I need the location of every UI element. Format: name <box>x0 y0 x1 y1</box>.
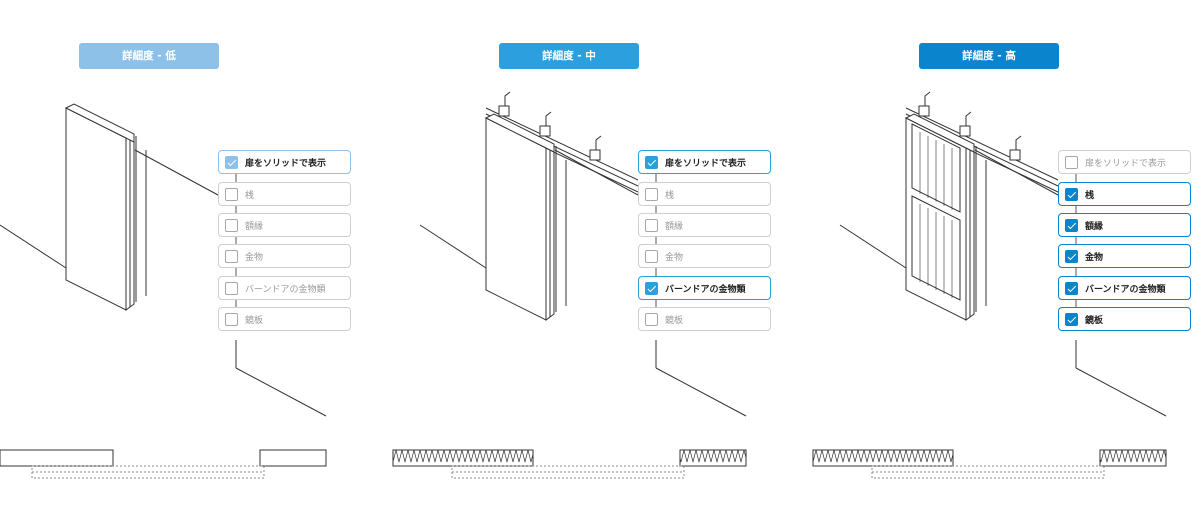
level-badge-medium: 詳細度 - 中 <box>499 43 639 69</box>
checkbox[interactable] <box>225 218 238 232</box>
option-barn-door-hardware[interactable]: バーンドアの金物類 <box>1058 276 1191 300</box>
option-rail[interactable]: 桟 <box>1058 182 1191 206</box>
panel-medium: 詳細度 - 中 扉をソリッドで表示 桟 額縁 金物 バーンドアの金物類 鏡板 <box>420 0 820 530</box>
option-label: 桟 <box>665 190 675 201</box>
option-solid-door[interactable]: 扉をソリッドで表示 <box>218 150 351 174</box>
option-casing[interactable]: 額縁 <box>638 213 771 237</box>
door-top <box>64 103 135 143</box>
wall-line-upper <box>134 149 219 196</box>
roller-wheel-0 <box>918 105 930 117</box>
hanger-bracket-0 <box>504 91 511 108</box>
checkbox[interactable] <box>645 218 658 232</box>
door-top <box>904 113 975 153</box>
option-label: 扉をソリッドで表示 <box>665 158 747 169</box>
checkbox[interactable] <box>645 312 658 326</box>
option-solid-door[interactable]: 扉をソリッドで表示 <box>638 150 771 174</box>
checkbox[interactable] <box>1065 218 1078 232</box>
option-panel[interactable]: 鏡板 <box>218 307 351 331</box>
roller-wheel-1 <box>959 125 971 137</box>
option-label: 金物 <box>1085 252 1104 263</box>
wall-line-left <box>0 224 67 269</box>
option-label: 桟 <box>1085 190 1095 201</box>
checkbox[interactable] <box>645 187 658 201</box>
roller-wheel-0 <box>498 105 510 117</box>
option-rail[interactable]: 桟 <box>218 182 351 206</box>
option-casing[interactable]: 額縁 <box>1058 213 1191 237</box>
wall-line-left <box>839 224 907 269</box>
option-label: 鏡板 <box>1085 315 1104 326</box>
hanger-bracket-0 <box>924 91 931 108</box>
roller-wheel-1 <box>539 125 551 137</box>
plan-wall-right <box>1099 449 1167 467</box>
hanger-bracket-1 <box>545 111 552 128</box>
option-label: バーンドアの金物類 <box>245 284 326 295</box>
option-barn-door-hardware[interactable]: バーンドアの金物類 <box>638 276 771 300</box>
checkbox[interactable] <box>1065 249 1078 263</box>
checkbox[interactable] <box>1065 281 1078 295</box>
checkbox[interactable] <box>225 249 238 263</box>
floor-line <box>655 367 747 417</box>
plan-wall-right <box>259 449 327 467</box>
checkbox[interactable] <box>645 281 658 295</box>
option-label: 鏡板 <box>665 315 684 326</box>
checkbox[interactable] <box>1065 155 1078 169</box>
option-label: 鏡板 <box>245 315 264 326</box>
option-panel[interactable]: 鏡板 <box>638 307 771 331</box>
option-solid-door[interactable]: 扉をソリッドで表示 <box>1058 150 1191 174</box>
plan-wall-left <box>392 449 534 467</box>
option-panel[interactable]: 鏡板 <box>1058 307 1191 331</box>
checkbox[interactable] <box>225 281 238 295</box>
checkbox[interactable] <box>225 155 238 169</box>
hanger-bracket-2 <box>595 135 602 152</box>
option-barn-door-hardware[interactable]: バーンドアの金物類 <box>218 276 351 300</box>
track-rail-top <box>905 107 1059 181</box>
plan-wall-left <box>812 449 954 467</box>
panel-high: 詳細度 - 高 扉をソリッドで表示 桟 額縁 金物 バーンドアの金物類 鏡板 <box>840 0 1200 530</box>
checkbox[interactable] <box>225 187 238 201</box>
checkbox[interactable] <box>645 249 658 263</box>
option-label: 扉をソリッドで表示 <box>1085 158 1167 169</box>
option-rail[interactable]: 桟 <box>638 182 771 206</box>
option-label: 額縁 <box>245 221 264 232</box>
hanger-bracket-1 <box>965 111 972 128</box>
checkbox[interactable] <box>225 312 238 326</box>
floor-line <box>1075 367 1167 417</box>
option-label: 扉をソリッドで表示 <box>245 158 327 169</box>
option-label: 額縁 <box>665 221 684 232</box>
checkbox[interactable] <box>645 155 658 169</box>
option-label: バーンドアの金物類 <box>1085 284 1166 295</box>
option-label: 金物 <box>665 252 684 263</box>
option-hardware[interactable]: 金物 <box>218 244 351 268</box>
checkbox[interactable] <box>1065 312 1078 326</box>
option-hardware[interactable]: 金物 <box>1058 244 1191 268</box>
level-badge-high: 詳細度 - 高 <box>919 43 1059 69</box>
option-casing[interactable]: 額縁 <box>218 213 351 237</box>
floor-line <box>235 367 327 417</box>
roller-wheel-2 <box>1009 149 1021 161</box>
option-label: 金物 <box>245 252 264 263</box>
option-label: 額縁 <box>1085 221 1104 232</box>
panel-low: 詳細度 - 低 扉をソリッドで表示 桟 額縁 金物 バーンドアの金物類 鏡板 <box>0 0 400 530</box>
door-top <box>484 113 555 153</box>
track-rail-top <box>485 107 639 181</box>
option-label: 桟 <box>245 190 255 201</box>
level-badge-low: 詳細度 - 低 <box>79 43 219 69</box>
wall-line-left <box>419 224 487 269</box>
hanger-bracket-2 <box>1015 135 1022 152</box>
roller-wheel-2 <box>589 149 601 161</box>
option-hardware[interactable]: 金物 <box>638 244 771 268</box>
plan-wall-right <box>679 449 747 467</box>
option-label: バーンドアの金物類 <box>665 284 746 295</box>
checkbox[interactable] <box>1065 187 1078 201</box>
